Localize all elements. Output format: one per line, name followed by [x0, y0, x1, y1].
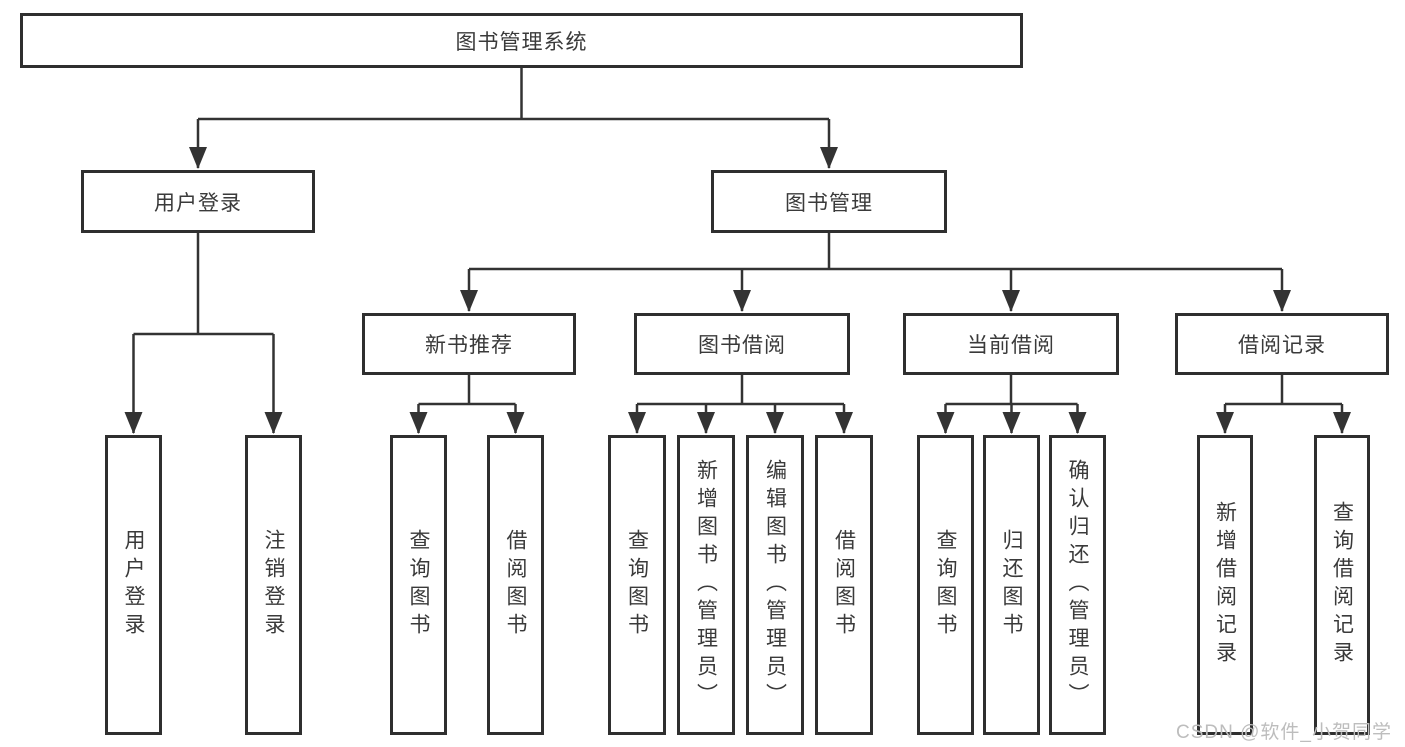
- node-leaf-logout: 注销登录: [245, 435, 302, 735]
- node-leaf-cb-confirm-return-admin: 确认归还（管理员）: [1049, 435, 1106, 735]
- node-book-borrowing: 图书借阅: [634, 313, 850, 375]
- node-leaf-cb-query-books-label: 查询图书: [934, 529, 957, 641]
- node-leaf-user-login-label: 用户登录: [122, 529, 145, 641]
- connector-book-management-trunk: [469, 233, 1282, 271]
- node-leaf-logout-label: 注销登录: [262, 529, 285, 641]
- node-leaf-bb-borrow-books-label: 借阅图书: [832, 529, 856, 641]
- node-leaf-user-login: 用户登录: [105, 435, 162, 735]
- node-leaf-cb-return-books: 归还图书: [983, 435, 1040, 735]
- node-leaf-bb-add-books-admin: 新增图书（管理员）: [677, 435, 735, 735]
- connector-book-borrow-trunk: [637, 375, 844, 406]
- node-system-root: 图书管理系统: [20, 13, 1023, 68]
- node-new-book-recommendation-label: 新书推荐: [425, 334, 513, 357]
- node-user-login-label: 用户登录: [154, 191, 242, 215]
- node-leaf-cb-query-books: 查询图书: [917, 435, 974, 735]
- connector-borrow-records-trunk: [1225, 375, 1342, 406]
- node-leaf-br-query-record: 查询借阅记录: [1314, 435, 1370, 735]
- connector-new-book-trunk: [418, 375, 516, 406]
- node-leaf-br-query-record-label: 查询借阅记录: [1330, 501, 1354, 669]
- node-leaf-bb-edit-books-admin-label: 编辑图书（管理员）: [763, 459, 787, 711]
- connector-user-login-trunk: [133, 233, 274, 336]
- node-leaf-nb-borrow-books: 借阅图书: [487, 435, 544, 735]
- connector-current-borrow-trunk: [945, 375, 1078, 406]
- node-borrowing-records-label: 借阅记录: [1238, 334, 1326, 357]
- node-leaf-br-add-record: 新增借阅记录: [1197, 435, 1253, 735]
- node-leaf-cb-confirm-return-admin-label: 确认归还（管理员）: [1066, 459, 1089, 711]
- node-leaf-bb-query-books-label: 查询图书: [625, 529, 649, 641]
- node-current-borrowing-label: 当前借阅: [967, 334, 1055, 357]
- node-user-login: 用户登录: [81, 170, 315, 233]
- node-leaf-nb-query-books-label: 查询图书: [407, 529, 430, 641]
- node-leaf-cb-return-books-label: 归还图书: [1000, 529, 1023, 641]
- csdn-watermark: CSDN @软件_小贺同学: [1176, 722, 1392, 743]
- node-leaf-bb-edit-books-admin: 编辑图书（管理员）: [746, 435, 804, 735]
- node-current-borrowing: 当前借阅: [903, 313, 1119, 375]
- node-book-management: 图书管理: [711, 170, 947, 233]
- node-leaf-br-add-record-label: 新增借阅记录: [1213, 501, 1237, 669]
- node-system-root-label: 图书管理系统: [455, 30, 588, 54]
- node-book-borrowing-label: 图书借阅: [698, 334, 786, 357]
- node-leaf-nb-borrow-books-label: 借阅图书: [504, 529, 527, 641]
- node-borrowing-records: 借阅记录: [1175, 313, 1389, 375]
- node-leaf-nb-query-books: 查询图书: [390, 435, 447, 735]
- node-new-book-recommendation: 新书推荐: [362, 313, 576, 375]
- node-book-management-label: 图书管理: [785, 191, 873, 215]
- node-leaf-bb-borrow-books: 借阅图书: [815, 435, 873, 735]
- connector-root-trunk: [198, 68, 829, 121]
- node-leaf-bb-query-books: 查询图书: [608, 435, 666, 735]
- node-leaf-bb-add-books-admin-label: 新增图书（管理员）: [694, 459, 718, 711]
